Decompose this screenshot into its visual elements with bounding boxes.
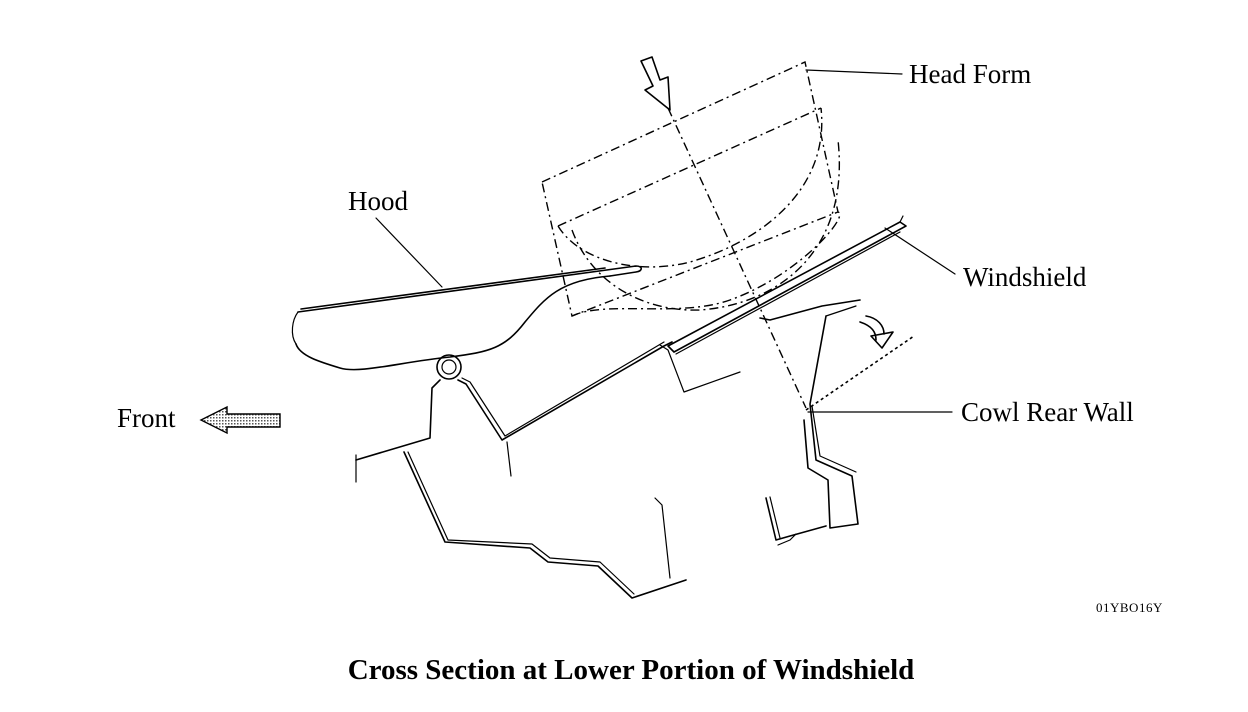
cowl-rear-wall bbox=[759, 299, 915, 546]
windshield-glass bbox=[667, 215, 907, 355]
head-form-label: Head Form bbox=[909, 59, 1032, 89]
cowl-rear-wall-label: Cowl Rear Wall bbox=[961, 397, 1134, 427]
figure-code: 01YBO16Y bbox=[1096, 600, 1163, 615]
cowl-seal bbox=[436, 354, 462, 380]
figure-caption: Cross Section at Lower Portion of Windsh… bbox=[347, 654, 915, 686]
down-arrow-icon bbox=[640, 56, 671, 111]
front-label: Front bbox=[117, 403, 176, 433]
curved-arrow-icon bbox=[859, 315, 894, 349]
hood-label: Hood bbox=[348, 186, 408, 216]
cowl-structure bbox=[355, 341, 741, 599]
left-arrow-icon bbox=[199, 405, 281, 435]
windshield-label: Windshield bbox=[963, 262, 1087, 292]
hood-panel bbox=[291, 265, 643, 371]
leader-lines bbox=[375, 69, 956, 413]
head-form bbox=[541, 61, 841, 409]
